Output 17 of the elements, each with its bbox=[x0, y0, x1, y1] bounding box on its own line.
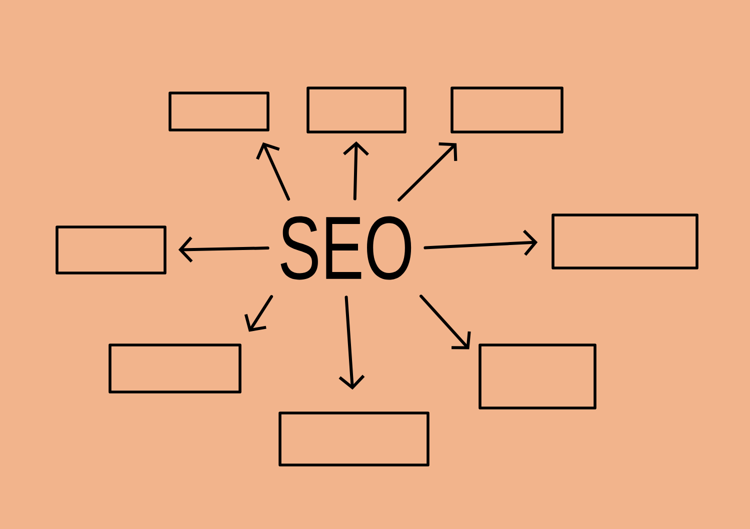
empty-box bbox=[56, 226, 166, 274]
center-word: SEO bbox=[280, 216, 412, 280]
empty-box bbox=[168, 92, 270, 132]
arrow bbox=[420, 294, 471, 350]
arrow bbox=[398, 142, 458, 202]
empty-box bbox=[552, 214, 698, 270]
empty-box bbox=[278, 412, 430, 466]
arrow bbox=[244, 295, 274, 332]
empty-box bbox=[450, 86, 564, 134]
empty-box bbox=[306, 86, 406, 134]
arrow bbox=[256, 142, 290, 201]
empty-box bbox=[108, 344, 242, 394]
arrow bbox=[343, 141, 370, 200]
arrow bbox=[338, 296, 365, 390]
arrow bbox=[424, 230, 538, 256]
arrow bbox=[178, 236, 270, 263]
empty-box bbox=[478, 344, 596, 410]
